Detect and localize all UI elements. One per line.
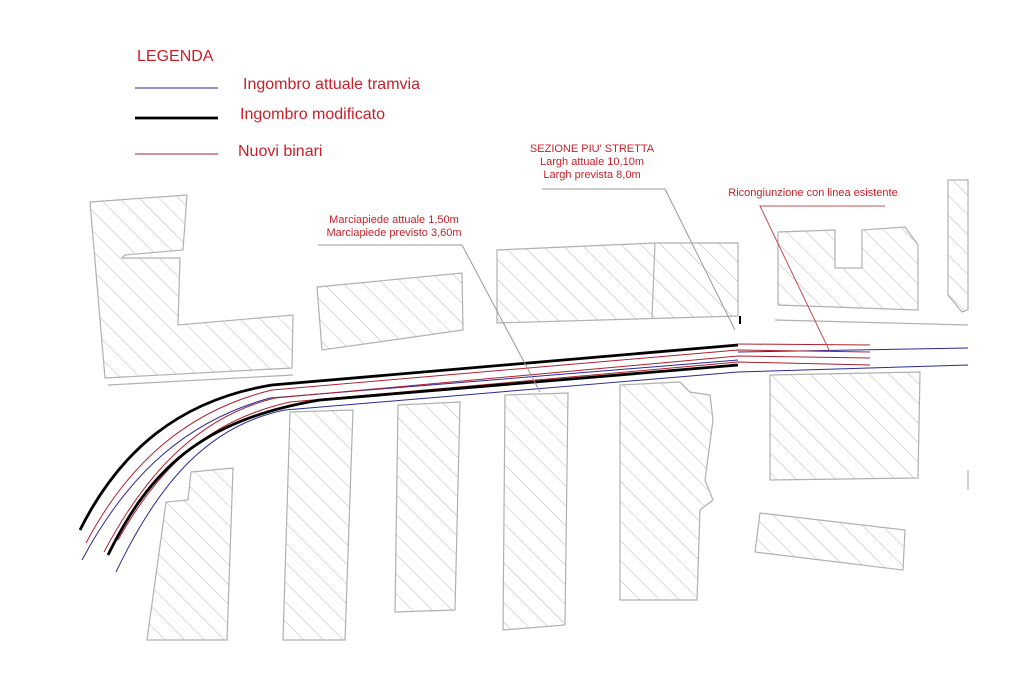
- building: [316, 272, 464, 351]
- building: [394, 401, 461, 613]
- ricongiunzione-line1: Ricongiunzione con linea esistente: [728, 187, 898, 199]
- annotation-ricongiunzione: Ricongiunzione con linea esistente: [718, 187, 908, 200]
- annotation-sezione: SEZIONE PIU' STRETTA Largh attuale 10,10…: [522, 143, 662, 182]
- building: [777, 226, 919, 311]
- building: [146, 467, 234, 641]
- sezione-line2: Largh prevista 8,0m: [543, 169, 641, 181]
- building: [89, 194, 294, 379]
- building: [282, 409, 354, 641]
- new-track: [85, 349, 871, 544]
- leader-sezione: [542, 188, 736, 331]
- legend-label-tracks: Nuovi binari: [238, 143, 323, 160]
- leader-ricongiunzione: [759, 205, 885, 353]
- legend-label-modified: Ingombro modificato: [240, 106, 385, 123]
- modified-outline-upper: [78, 343, 739, 531]
- legend-title: LEGENDA: [137, 48, 214, 65]
- building: [619, 381, 714, 601]
- building: [754, 512, 906, 571]
- marciapiede-line2: Marciapiede previsto 3,60m: [326, 227, 462, 239]
- annotation-marciapiede: Marciapiede attuale 1,50m Marciapiede pr…: [316, 214, 472, 240]
- building: [502, 392, 569, 631]
- building: [769, 371, 921, 481]
- leader-marciapiede: [318, 244, 541, 393]
- modified-outline-lower: [106, 363, 739, 556]
- marciapiede-line1: Marciapiede attuale 1,50m: [329, 214, 459, 226]
- existing-outline-lower: [115, 364, 969, 573]
- existing-outline-upper: [81, 359, 739, 561]
- sezione-title: SEZIONE PIU' STRETTA: [529, 143, 655, 155]
- building: [947, 179, 969, 313]
- legend-label-existing: Ingombro attuale tramvia: [243, 76, 420, 93]
- new-track: [103, 355, 871, 553]
- sezione-line1: Largh attuale 10,10m: [540, 156, 644, 168]
- building: [496, 242, 739, 324]
